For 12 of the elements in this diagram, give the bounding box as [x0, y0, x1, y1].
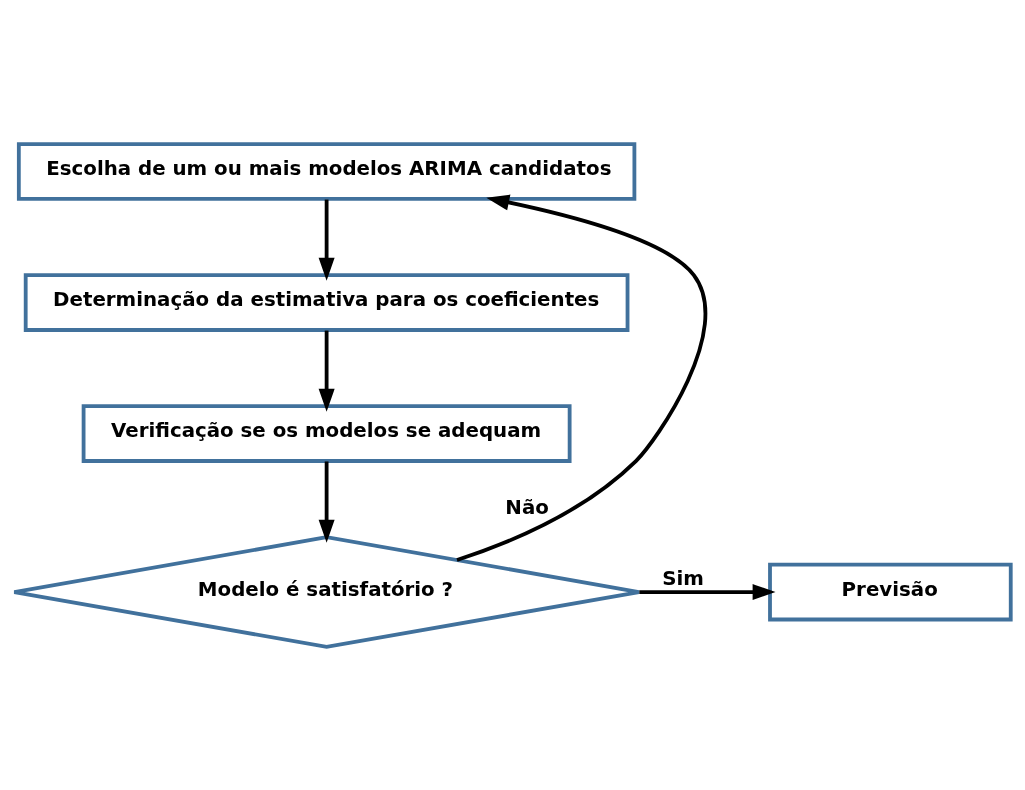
- node-box: Verificação se os modelos se adequam: [81, 403, 572, 463]
- arrow: [456, 194, 707, 562]
- node-box: Escolha de um ou mais modelos ARIMA candidatos: [16, 141, 637, 201]
- arrow: [639, 583, 776, 600]
- arrow: [318, 460, 335, 543]
- arrow: [318, 199, 335, 281]
- node-box: Determinação da estimativa para os coeficientes: [23, 272, 630, 332]
- node-box: Previsão: [768, 562, 1013, 621]
- arrow: [318, 330, 335, 412]
- node-diamond: Modelo é satisfatório ?: [12, 534, 641, 649]
- edge-label: Não: [505, 495, 549, 519]
- edge-label: Sim: [662, 566, 705, 590]
